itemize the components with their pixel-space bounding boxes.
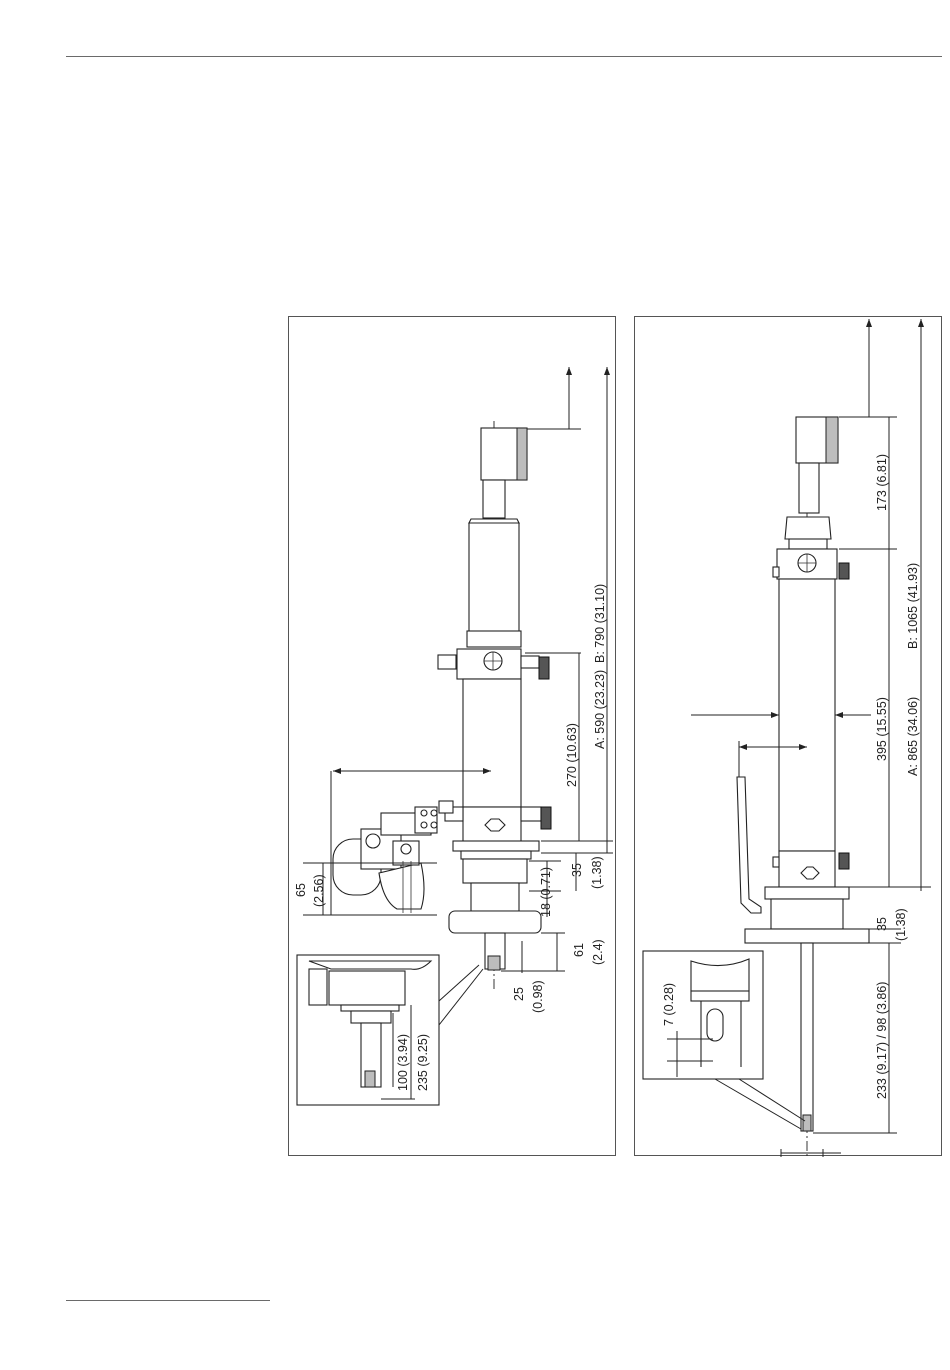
main-cylinder — [779, 579, 835, 851]
right-diagram-drawing: 173 (6.81) B: 1065 (41.93) 395 (15.55) A… — [635, 317, 943, 1157]
dim-a-total: A: 865 (34.06) — [906, 697, 920, 776]
dim-flange-35: 35 — [875, 917, 889, 931]
flange — [453, 841, 539, 851]
dim-gap-18: 18 (0.71) — [539, 867, 553, 917]
dim-tip-25: 25 — [512, 987, 526, 1001]
dim-side-65-in: (2.56) — [312, 874, 326, 907]
left-diagram-panel: B: 790 (31.10) A: 590 (23.23) 270 (10.63… — [288, 316, 616, 1156]
dim-top-173: 173 (6.81) — [875, 454, 889, 511]
right-diagram-panel: 173 (6.81) B: 1065 (41.93) 395 (15.55) A… — [634, 316, 942, 1156]
dim-a-total: A: 590 (23.23) — [593, 670, 607, 749]
inset-dim-100: 100 (3.94) — [396, 1034, 410, 1091]
dim-b-total: B: 1065 (41.93) — [906, 563, 920, 649]
dim-lower-233: 233 (9.17) / 98 (3.86) — [875, 982, 889, 1099]
flange — [745, 929, 869, 943]
flange-top — [765, 887, 849, 899]
dim-tip-25-in: (0.98) — [531, 980, 545, 1013]
main-cylinder — [463, 679, 521, 807]
dim-mid-395: 395 (15.55) — [875, 697, 889, 761]
neck — [799, 463, 819, 513]
left-diagram-drawing: B: 790 (31.10) A: 590 (23.23) 270 (10.63… — [289, 317, 617, 1157]
bracket — [737, 777, 761, 913]
header-rule — [66, 56, 942, 57]
dim-flange-35: 35 — [570, 863, 584, 877]
upper-cylinder — [469, 523, 519, 641]
inset-dim-7: 7 (0.28) — [662, 983, 676, 1026]
dim-side-65: 65 — [294, 883, 308, 897]
clamp-ring — [449, 911, 541, 933]
dim-b-total: B: 790 (31.10) — [593, 584, 607, 663]
dim-flange-35-in: (1.38) — [590, 856, 604, 889]
inset-dim-235: 235 (9.25) — [416, 1034, 430, 1091]
dim-lower-61: 61 — [572, 943, 586, 957]
probe-shaft — [801, 943, 813, 1131]
dim-flange-35-in: (1.38) — [894, 908, 908, 941]
dim-upper-270: 270 (10.63) — [565, 723, 579, 787]
dim-lower-61-in: (2.4) — [591, 939, 605, 965]
footnote-rule — [66, 1300, 270, 1301]
neck — [483, 480, 505, 518]
